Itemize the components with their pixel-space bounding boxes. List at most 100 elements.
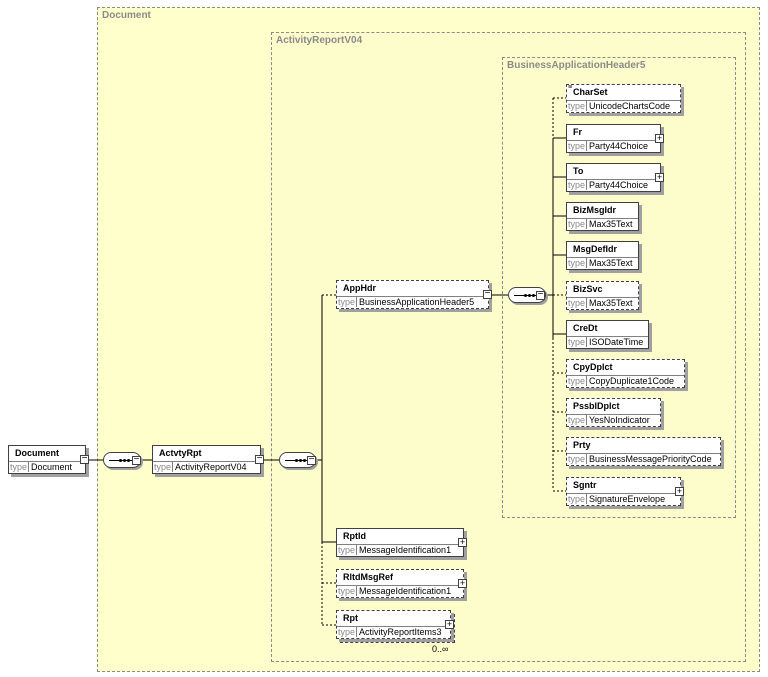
sequence-compositor-1[interactable]	[103, 452, 141, 468]
header-field-type: Party44Choice	[589, 141, 649, 151]
header-field-name: To	[573, 166, 584, 176]
rpt-name: Rpt	[343, 613, 358, 623]
rpt-type: ActivityReportItems3	[359, 627, 442, 637]
expand-icon[interactable]: +	[458, 537, 467, 547]
rpt-occurrence: 0..∞	[432, 644, 449, 654]
type-keyword: type	[338, 545, 358, 555]
rpt-id-type: MessageIdentification1	[359, 545, 452, 555]
root-type: Document	[31, 462, 73, 472]
collapse-icon[interactable]: −	[132, 454, 141, 465]
rltd-msg-ref-name: RltdMsgRef	[343, 572, 393, 582]
attribute-icon: ≡	[568, 84, 573, 91]
sequence-icon	[514, 294, 540, 297]
header-field-type: BusinessMessagePriorityCode	[589, 454, 712, 464]
expand-icon[interactable]: +	[655, 133, 664, 143]
header-field-type: Max35Text	[589, 258, 633, 268]
collapse-icon[interactable]: −	[483, 288, 492, 299]
actvty-rpt-name: ActvtyRpt	[159, 448, 202, 458]
collapse-icon[interactable]: −	[255, 453, 264, 464]
expand-icon[interactable]: +	[458, 578, 467, 588]
sequence-icon	[109, 459, 135, 462]
header-field-name: MsgDefIdr	[573, 244, 618, 254]
collapse-icon[interactable]: −	[536, 289, 545, 300]
header-field-name: CreDt	[573, 323, 598, 333]
type-keyword: type	[568, 258, 588, 268]
sequence-icon	[285, 459, 310, 462]
header-field-type: Party44Choice	[589, 180, 649, 190]
collapse-icon[interactable]: −	[80, 453, 89, 464]
collapse-icon[interactable]: −	[307, 454, 316, 465]
header-field-type: ISODateTime	[589, 337, 644, 347]
type-keyword: type	[568, 494, 588, 504]
type-keyword: type	[10, 462, 30, 472]
header-field-type: Max35Text	[589, 298, 633, 308]
type-keyword: type	[568, 376, 588, 386]
expand-icon[interactable]: +	[445, 619, 454, 629]
type-keyword: type	[338, 586, 358, 596]
type-keyword: type	[568, 180, 588, 190]
header-field-name: CpyDplct	[573, 362, 613, 372]
header-field-type: SignatureEnvelope	[589, 494, 666, 504]
expand-icon[interactable]: +	[655, 172, 664, 182]
header-field-name: BizSvc	[573, 284, 603, 294]
root-name: Document	[15, 448, 60, 458]
header-field-name: Fr	[573, 127, 582, 137]
type-keyword: type	[338, 627, 358, 637]
header-field-type: UnicodeChartsCode	[589, 101, 671, 111]
header-field-type: CopyDuplicate1Code	[589, 376, 675, 386]
type-keyword: type	[568, 454, 588, 464]
type-keyword: type	[568, 415, 588, 425]
header-field-type: Max35Text	[589, 219, 633, 229]
document-group-label: Document	[102, 10, 151, 21]
header-field-name: Sgntr	[573, 480, 597, 490]
app-hdr-type: BusinessApplicationHeader5	[359, 297, 475, 307]
header-field-name: BizMsgIdr	[573, 205, 617, 215]
type-keyword: type	[568, 298, 588, 308]
type-keyword: type	[338, 297, 358, 307]
type-keyword: type	[568, 101, 588, 111]
activity-report-group-label: ActivityReportV04	[276, 35, 363, 46]
bah-group-label: BusinessApplicationHeader5	[507, 60, 646, 71]
header-field-name: CharSet	[573, 87, 608, 97]
rpt-id-name: RptId	[343, 531, 366, 541]
app-hdr-name: AppHdr	[343, 283, 376, 293]
type-keyword: type	[568, 219, 588, 229]
expand-icon[interactable]: +	[675, 486, 684, 496]
header-field-name: Prty	[573, 440, 591, 450]
sequence-compositor-2[interactable]	[279, 452, 316, 468]
actvty-rpt-type: ActivityReportV04	[175, 462, 247, 472]
